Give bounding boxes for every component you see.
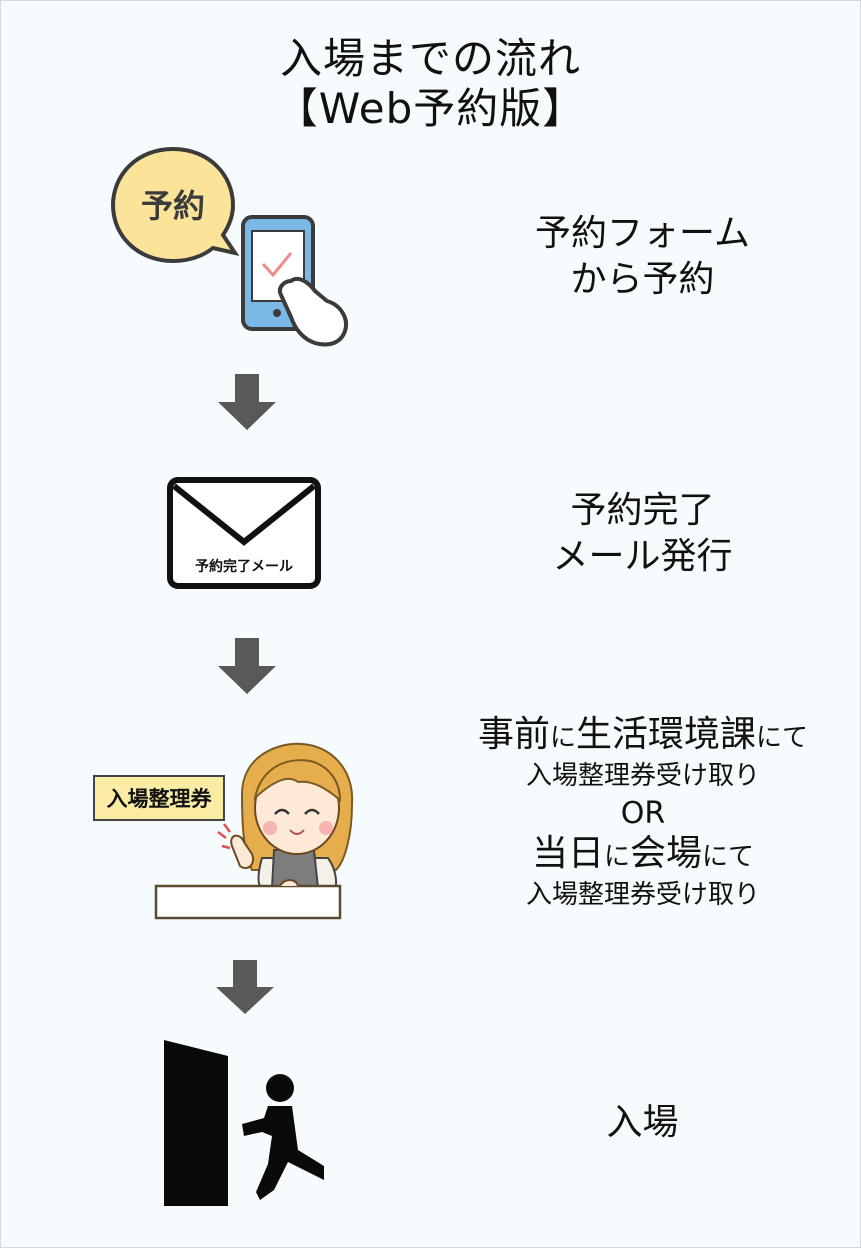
step-3-line-1-c: 生活環境課: [576, 714, 757, 755]
step-3-line-3-c: 会場: [630, 833, 703, 874]
reserve-bubble-label: 予約: [141, 187, 205, 225]
step-2-text: 予約完了 メール発行: [500, 488, 785, 580]
step-3-line-1-d: にて: [756, 723, 809, 753]
step-3-line-1: 事前に生活環境課にて: [460, 715, 826, 758]
ticket-staff-icon: 入場整理券: [93, 742, 354, 920]
down-arrow-icon: [218, 374, 276, 430]
envelope-label: 予約完了メール: [195, 558, 293, 575]
title-line-2: 【Web予約版】: [275, 84, 586, 133]
down-arrow-icon: [216, 960, 274, 1014]
step-1-line-1: 予約フォーム: [535, 213, 750, 254]
hand-shape: [278, 276, 348, 347]
running-person: [242, 1106, 324, 1200]
step-4-line-1: 入場: [606, 1102, 679, 1143]
check-mark: [261, 252, 293, 278]
step-4-text: 入場: [500, 1100, 785, 1146]
step-2-line-2: メール発行: [552, 536, 733, 577]
step-3-line-3-b: に: [603, 842, 630, 872]
step-1-text: 予約フォーム から予約: [500, 211, 785, 303]
phone-home-button: [273, 309, 281, 317]
step-3-text: 事前に生活環境課にて 入場整理券受け取り OR 当日に会場にて 入場整理券受け取…: [460, 715, 826, 913]
smartphone-reserve-icon: 予約: [110, 146, 348, 347]
step-1-line-2: から予約: [570, 259, 715, 300]
down-arrow-icon: [218, 638, 276, 694]
ticket-sign: [93, 775, 225, 821]
step-3-line-3-d: にて: [702, 842, 755, 872]
title-line-1: 入場までの流れ: [279, 34, 581, 83]
envelope-icon: 予約完了メール: [167, 477, 321, 589]
page-title: 入場までの流れ 【Web予約版】: [0, 34, 861, 134]
step-2-line-1: 予約完了: [570, 490, 715, 531]
step-3-or: OR: [620, 796, 666, 831]
step-3-line-1-b: に: [549, 723, 576, 753]
enter-door-icon: [164, 1040, 324, 1206]
door-shape: [164, 1040, 228, 1206]
step-3-line-1-a: 事前: [477, 714, 550, 755]
step-3-line-4: 入場整理券受け取り: [525, 880, 760, 910]
speech-bubble-shape: [110, 146, 240, 264]
ticket-sign-label: 入場整理券: [107, 787, 213, 811]
step-3-line-3: 当日に会場にて: [460, 834, 826, 877]
step-3-line-3-a: 当日: [531, 833, 604, 874]
step-3-line-2: 入場整理券受け取り: [525, 761, 760, 791]
